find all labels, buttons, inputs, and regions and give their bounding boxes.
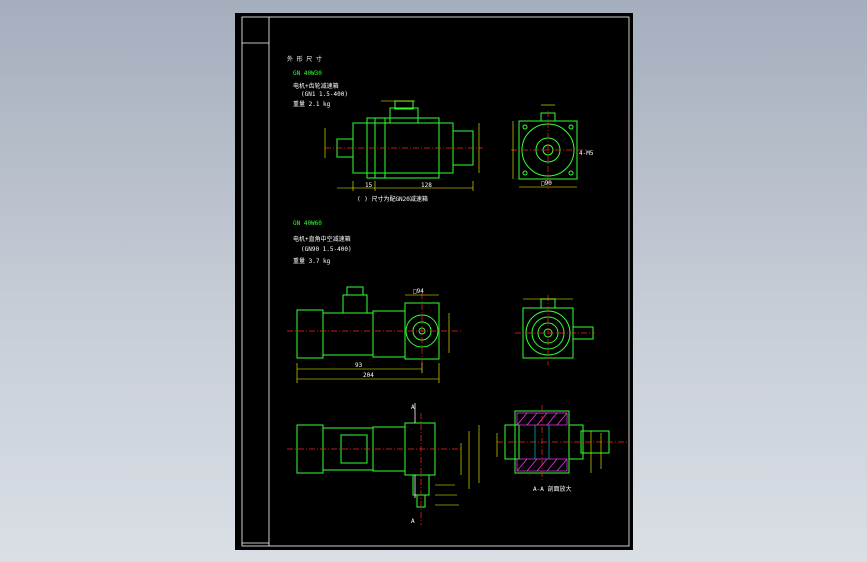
model2-desc2: (GN90 1.5-400)	[301, 246, 352, 253]
header-text: 外 形 尺 寸	[287, 55, 322, 63]
model1-label: GN 40W30	[293, 70, 322, 77]
section-a-a-view	[496, 405, 627, 481]
dim-square-90: □90	[541, 180, 552, 187]
motor-side-view-2: 93 204 □94	[287, 286, 461, 383]
model2-label: GN 40W60	[293, 220, 322, 227]
section-label: A-A 剖面放大	[533, 485, 571, 493]
dim-15: 15	[365, 182, 373, 189]
paper	[235, 13, 633, 550]
dim-128: 128	[421, 182, 432, 189]
motor-end-view-1: □90 4-M5	[511, 104, 594, 189]
model1-desc2: (GN1 1.5-400)	[301, 91, 348, 98]
dim-204: 204	[363, 372, 374, 379]
motor-plan-view: A A	[287, 403, 480, 525]
drawing-border	[241, 16, 630, 547]
motor-side-view-1: 15 128	[324, 100, 483, 191]
model2-weight: 重量 3.7 kg	[293, 257, 331, 265]
caption1: ( ) 尺寸为配GN20减速箱	[357, 195, 428, 203]
dim-4-m5: 4-M5	[579, 150, 594, 157]
section-mark-a-bottom: A	[411, 518, 415, 525]
dim-square-94: □94	[413, 288, 424, 295]
model1-weight: 重量 2.1 kg	[293, 100, 331, 108]
section-mark-a-top: A	[411, 404, 415, 411]
cad-drawing: 外 形 尺 寸 GN 40W30 电机+齿轮减速箱 (GN1 1.5-400) …	[235, 13, 633, 550]
motor-end-view-2	[515, 295, 595, 365]
dim-93: 93	[355, 362, 363, 369]
model1-desc1: 电机+齿轮减速箱	[293, 82, 339, 90]
model2-desc1: 电机+直角中空减速箱	[293, 235, 351, 243]
drawing-sheet: 外 形 尺 寸 GN 40W30 电机+齿轮减速箱 (GN1 1.5-400) …	[235, 13, 633, 550]
